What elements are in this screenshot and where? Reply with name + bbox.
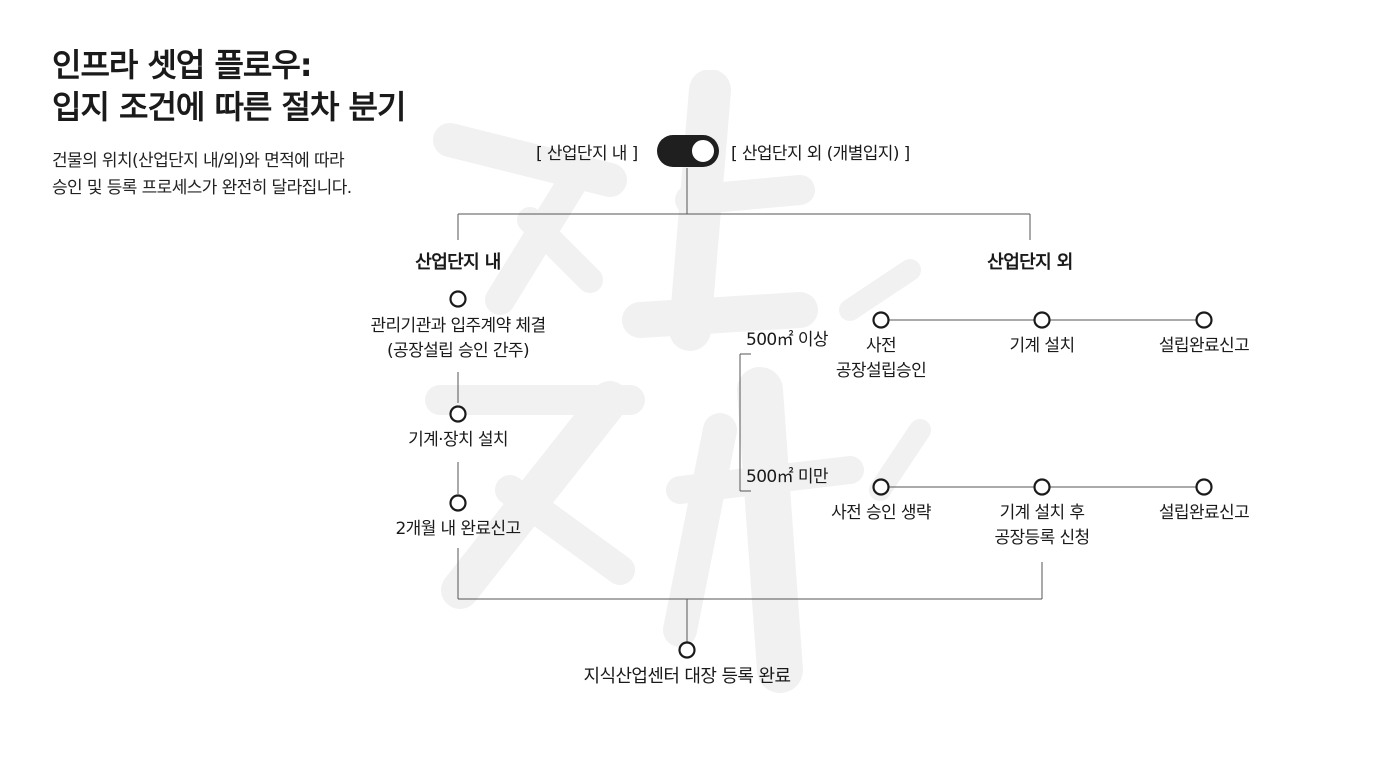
node-small-skip — [872, 478, 890, 496]
node-small-register — [1033, 478, 1051, 496]
page-subtitle: 건물의 위치(산업단지 내/외)와 면적에 따라 승인 및 등록 프로세스가 완… — [52, 148, 352, 202]
step-large-approval-line2: 공장설립승인 — [835, 361, 927, 381]
node-large-approval — [872, 311, 890, 329]
step-small-register-line1: 기계 설치 후 — [999, 503, 1085, 523]
step-small-skip: 사전 승인 생략 — [831, 501, 931, 526]
node-small-report — [1195, 478, 1213, 496]
step-inside-contract: 관리기관과 입주계약 체결 (공장설립 승인 간주) — [370, 314, 546, 364]
step-large-approval-line1: 사전 — [865, 336, 897, 356]
page-title: 인프라 셋업 플로우: 입지 조건에 따른 절차 분기 — [52, 44, 406, 128]
step-inside-install: 기계·장치 설치 — [408, 428, 508, 453]
step-small-report: 설립완료신고 — [1158, 501, 1250, 526]
toggle-label-inside: [ 산업단지 내 ] — [536, 144, 638, 164]
step-large-report-line1: 설립완료신고 — [1158, 336, 1250, 356]
brush-watermark — [425, 70, 931, 693]
title-line-1: 인프라 셋업 플로우: — [52, 46, 313, 84]
condition-small-area: 500㎡ 미만 — [746, 467, 829, 487]
subtitle-line-2: 승인 및 등록 프로세스가 완전히 달라집니다. — [52, 178, 352, 198]
node-inside-report — [449, 494, 467, 512]
heading-inside: 산업단지 내 — [415, 252, 501, 273]
node-inside-install — [449, 405, 467, 423]
step-large-install-line1: 기계 설치 — [1009, 336, 1076, 356]
step-small-report-line1: 설립완료신고 — [1158, 503, 1250, 523]
node-large-report — [1195, 311, 1213, 329]
step-large-approval: 사전 공장설립승인 — [835, 334, 927, 384]
step-inside-contract-line1: 관리기관과 입주계약 체결 — [370, 316, 546, 336]
node-final — [678, 641, 696, 659]
step-inside-report-line1: 2개월 내 완료신고 — [395, 519, 521, 539]
step-small-register: 기계 설치 후 공장등록 신청 — [994, 501, 1090, 551]
toggle-knob[interactable] — [690, 138, 716, 164]
heading-outside: 산업단지 외 — [987, 252, 1073, 273]
subtitle-line-1: 건물의 위치(산업단지 내/외)와 면적에 따라 — [52, 151, 345, 171]
step-inside-install-line1: 기계·장치 설치 — [408, 430, 508, 450]
step-small-register-line2: 공장등록 신청 — [994, 528, 1090, 548]
location-toggle[interactable] — [657, 135, 719, 167]
title-line-2: 입지 조건에 따른 절차 분기 — [52, 88, 406, 126]
step-large-install: 기계 설치 — [1009, 334, 1076, 359]
toggle-label-outside: [ 산업단지 외 (개별입지) ] — [731, 144, 910, 164]
step-large-report: 설립완료신고 — [1158, 334, 1250, 359]
step-inside-contract-line2: (공장설립 승인 간주) — [387, 341, 530, 361]
node-inside-contract — [449, 290, 467, 308]
step-small-skip-line1: 사전 승인 생략 — [831, 503, 931, 523]
step-final: 지식산업센터 대장 등록 완료 — [583, 666, 791, 687]
step-inside-report: 2개월 내 완료신고 — [395, 517, 521, 542]
node-large-install — [1033, 311, 1051, 329]
condition-large-area: 500㎡ 이상 — [746, 330, 829, 350]
